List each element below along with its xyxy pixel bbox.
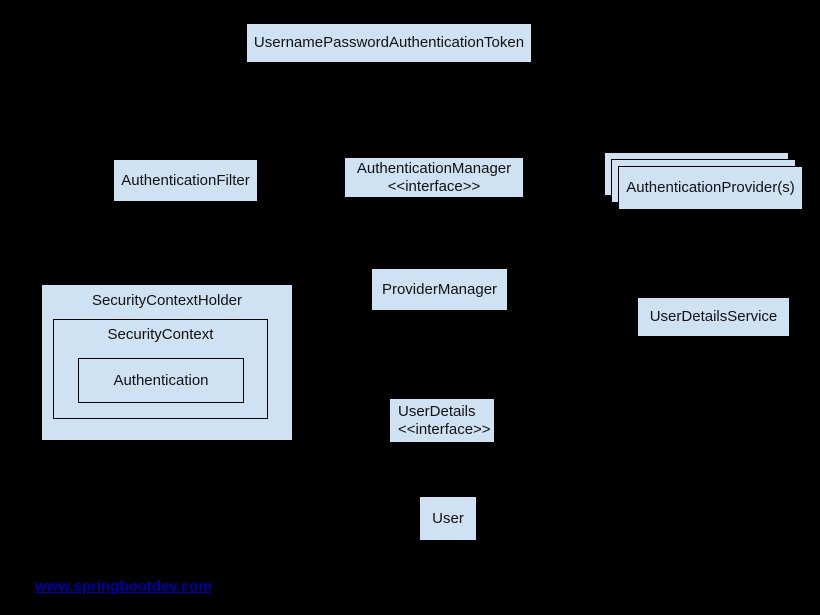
node-security-context: SecurityContext Authentication	[53, 319, 268, 419]
node-user: User	[419, 496, 477, 541]
node-label: SecurityContextHolder	[91, 292, 243, 309]
node-label: AuthenticationManager	[356, 159, 512, 177]
node-authentication: Authentication	[78, 358, 244, 403]
node-stereotype: <<interface>>	[387, 177, 481, 195]
node-user-details-service: UserDetailsService	[637, 297, 790, 337]
node-authentication-providers: AuthenticationProvider(s)	[618, 166, 803, 210]
node-label: Authentication	[113, 371, 209, 389]
node-label: User	[432, 509, 464, 527]
node-security-context-holder: SecurityContextHolder SecurityContext Au…	[41, 284, 293, 441]
node-user-details: UserDetails <<interface>>	[389, 398, 495, 443]
node-username-password-authentication-token: UsernamePasswordAuthenticationToken	[246, 23, 532, 63]
node-label: UserDetails	[398, 402, 476, 420]
node-label: AuthenticationProvider(s)	[626, 179, 795, 196]
node-label: ProviderManager	[381, 280, 498, 298]
node-label: AuthenticationFilter	[121, 171, 250, 189]
node-authentication-filter: AuthenticationFilter	[113, 159, 258, 202]
node-label: UsernamePasswordAuthenticationToken	[253, 34, 525, 51]
node-label: UserDetailsService	[649, 308, 778, 325]
node-provider-manager: ProviderManager	[371, 268, 508, 311]
node-authentication-manager: AuthenticationManager <<interface>>	[344, 157, 524, 198]
node-label: SecurityContext	[107, 326, 214, 343]
node-stereotype: <<interface>>	[398, 420, 491, 438]
website-link[interactable]: www.springbootdev.com	[35, 578, 212, 595]
